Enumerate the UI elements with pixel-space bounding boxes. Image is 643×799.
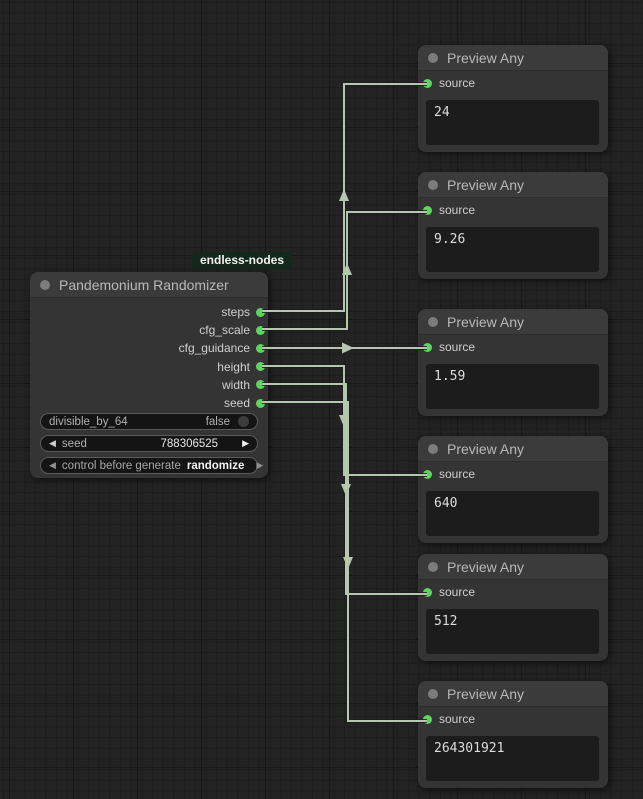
prev-option-arrow-icon[interactable]: ◀ bbox=[49, 460, 56, 470]
output-label: width bbox=[221, 377, 250, 392]
node-title-bar[interactable]: Preview Any bbox=[418, 436, 608, 462]
output-label: height bbox=[217, 359, 250, 374]
wire-seed-to-preview-6 bbox=[262, 401, 427, 722]
wire-cfg-scale-to-preview-2 bbox=[262, 211, 427, 330]
output-row-cfg-scale: cfg_scale bbox=[30, 321, 268, 339]
widget-label: seed bbox=[61, 437, 87, 450]
input-port-source[interactable] bbox=[423, 78, 432, 88]
node-status-dot-icon bbox=[428, 688, 438, 699]
preview-text-area[interactable]: 9.26 bbox=[426, 227, 599, 272]
node-title: Preview Any bbox=[447, 176, 525, 193]
preview-text-area[interactable]: 640 bbox=[426, 491, 599, 536]
input-port-source[interactable] bbox=[423, 469, 432, 479]
increment-arrow-icon[interactable]: ▶ bbox=[242, 438, 249, 448]
node-title: Pandemonium Randomizer bbox=[59, 276, 229, 293]
node-status-dot-icon bbox=[428, 561, 438, 572]
output-row-width: width bbox=[30, 376, 268, 394]
pandemonium-randomizer-node[interactable]: Pandemonium Randomizer steps cfg_scale c… bbox=[30, 272, 268, 478]
preview-any-node-6[interactable]: Preview Any source 264301921 bbox=[418, 681, 608, 788]
node-status-dot-icon bbox=[428, 52, 438, 63]
control-value[interactable]: randomize bbox=[186, 459, 245, 472]
output-row-steps: steps bbox=[30, 303, 268, 321]
preview-text-area[interactable]: 24 bbox=[426, 100, 599, 145]
wire-height-to-preview-4 bbox=[262, 365, 427, 476]
input-label: source bbox=[439, 340, 476, 354]
next-option-arrow-icon[interactable]: ▶ bbox=[256, 460, 264, 470]
node-status-dot-icon bbox=[40, 279, 50, 290]
input-row-source: source bbox=[423, 76, 475, 90]
node-title: Preview Any bbox=[447, 685, 525, 702]
input-label: source bbox=[439, 76, 476, 90]
seed-value[interactable]: 788306525 bbox=[160, 437, 219, 450]
divisible-by-64-toggle[interactable]: divisible_by_64 false bbox=[40, 413, 258, 430]
node-title-bar[interactable]: Preview Any bbox=[418, 309, 608, 335]
input-row-source: source bbox=[423, 467, 475, 481]
wire-arrow-down-icon bbox=[343, 557, 353, 569]
wire-arrow-down-icon bbox=[339, 415, 349, 427]
node-title-bar[interactable]: Preview Any bbox=[418, 45, 608, 71]
input-label: source bbox=[439, 203, 476, 217]
output-row-height: height bbox=[30, 358, 268, 376]
preview-any-node-4[interactable]: Preview Any source 640 bbox=[418, 436, 608, 543]
output-port-steps[interactable] bbox=[256, 307, 265, 317]
preview-any-node-5[interactable]: Preview Any source 512 bbox=[418, 554, 608, 661]
node-title-bar[interactable]: Preview Any bbox=[418, 554, 608, 580]
node-title: Preview Any bbox=[447, 49, 525, 66]
input-port-source[interactable] bbox=[423, 587, 432, 597]
wire-arrow-down-icon bbox=[341, 484, 351, 496]
input-label: source bbox=[439, 467, 476, 481]
wire-width-to-preview-5 bbox=[262, 383, 427, 595]
node-title: Preview Any bbox=[447, 440, 525, 457]
preview-text-area[interactable]: 512 bbox=[426, 609, 599, 654]
node-title: Preview Any bbox=[447, 558, 525, 575]
output-label: cfg_guidance bbox=[178, 341, 250, 356]
output-port-cfg-guidance[interactable] bbox=[256, 343, 265, 353]
node-title: Preview Any bbox=[447, 313, 525, 330]
node-title-bar[interactable]: Preview Any bbox=[418, 172, 608, 198]
wire-arrow-right-icon bbox=[342, 342, 354, 354]
widget-list: divisible_by_64 false ◀ seed 788306525 ▶… bbox=[40, 413, 263, 474]
widget-label: control before generate bbox=[61, 459, 181, 472]
widget-label: divisible_by_64 bbox=[49, 415, 128, 428]
toggle-knob-icon[interactable] bbox=[238, 416, 249, 427]
output-row-cfg-guidance: cfg_guidance bbox=[30, 339, 268, 357]
input-label: source bbox=[439, 712, 476, 726]
preview-any-node-3[interactable]: Preview Any source 1.59 bbox=[418, 309, 608, 416]
input-row-source: source bbox=[423, 340, 475, 354]
output-list: steps cfg_scale cfg_guidance height widt… bbox=[30, 303, 268, 412]
output-port-cfg-scale[interactable] bbox=[256, 325, 265, 335]
node-title-bar[interactable]: Pandemonium Randomizer bbox=[30, 272, 268, 298]
output-label: steps bbox=[221, 305, 250, 320]
input-row-source: source bbox=[423, 712, 475, 726]
node-status-dot-icon bbox=[428, 316, 438, 327]
preview-any-node-1[interactable]: Preview Any source 24 bbox=[418, 45, 608, 152]
seed-number-widget[interactable]: ◀ seed 788306525 ▶ bbox=[40, 435, 258, 452]
wire-arrow-up-icon bbox=[339, 189, 349, 201]
input-port-source[interactable] bbox=[423, 714, 432, 724]
output-port-height[interactable] bbox=[256, 362, 265, 372]
input-label: source bbox=[439, 585, 476, 599]
output-label: cfg_scale bbox=[199, 323, 250, 338]
node-status-dot-icon bbox=[428, 179, 438, 190]
output-row-seed: seed bbox=[30, 394, 268, 412]
control-before-generate-combo[interactable]: ◀ control before generate randomize ▶ bbox=[40, 457, 263, 474]
preview-text-area[interactable]: 264301921 bbox=[426, 736, 599, 781]
output-port-seed[interactable] bbox=[256, 398, 265, 408]
wire-steps-to-preview-1 bbox=[262, 83, 427, 312]
input-port-source[interactable] bbox=[423, 205, 432, 215]
node-title-bar[interactable]: Preview Any bbox=[418, 681, 608, 707]
decrement-arrow-icon[interactable]: ◀ bbox=[49, 438, 56, 448]
input-row-source: source bbox=[423, 203, 475, 217]
output-port-width[interactable] bbox=[256, 380, 265, 390]
output-label: seed bbox=[223, 396, 250, 411]
preview-any-node-2[interactable]: Preview Any source 9.26 bbox=[418, 172, 608, 279]
input-port-source[interactable] bbox=[423, 342, 432, 352]
preview-text-area[interactable]: 1.59 bbox=[426, 364, 599, 409]
widget-value: false bbox=[205, 415, 230, 428]
wire-arrow-up-icon bbox=[342, 263, 352, 275]
input-row-source: source bbox=[423, 585, 475, 599]
node-status-dot-icon bbox=[428, 443, 438, 454]
node-category-badge: endless-nodes bbox=[192, 252, 293, 269]
